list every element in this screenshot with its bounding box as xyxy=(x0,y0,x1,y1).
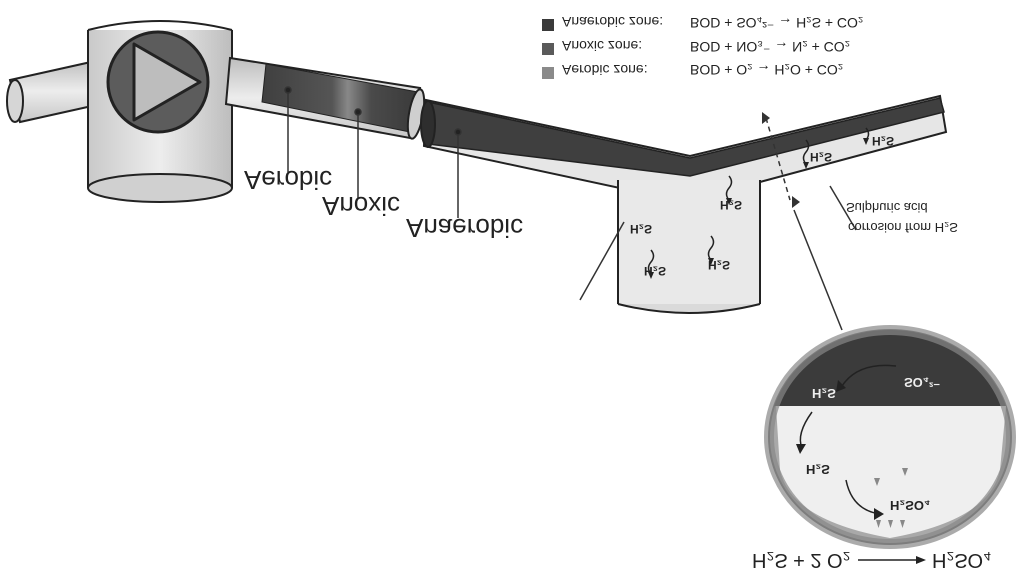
zone-label-aerobic: Aerobic xyxy=(244,165,333,195)
sulfuric-acid-note-line2: corrosion from H₂S xyxy=(848,220,958,235)
inset-h2s-mid-label: H₂S xyxy=(806,462,830,477)
zone-label-anoxic: Anoxic xyxy=(322,191,401,221)
h2s-label-manhole-bottom: H₂S xyxy=(644,264,667,278)
h2s-label-manhole-right: H₂S xyxy=(708,258,731,272)
inset-so4-label: SO₄²⁻ xyxy=(904,375,941,390)
legend-equation-aerobic: BOD + O₂ → H₂O + CO₂ xyxy=(690,62,844,78)
section-cut-line xyxy=(762,112,843,331)
zone-leaders xyxy=(284,86,857,301)
legend-label-aerobic: Aerobic zone: xyxy=(562,62,648,78)
reaction-reactants: H₂S + 2 O₂ xyxy=(752,549,851,571)
legend-swatch-anoxic xyxy=(542,43,554,55)
legend-label-anaerobic: Anaerobic zone: xyxy=(562,14,664,30)
reaction-product: H₂SO₄ xyxy=(932,549,992,571)
h2s-label-pipe-left: H₂S xyxy=(810,150,833,164)
legend-label-anoxic: Anoxic zone: xyxy=(562,38,643,54)
reaction-arrow xyxy=(858,556,926,564)
rising-main-pipe xyxy=(224,56,426,140)
inset-h2so4-label: H₂SO₄ xyxy=(890,498,931,513)
pump-icon xyxy=(106,30,210,134)
h2s-gas-arrows xyxy=(647,127,870,279)
h2s-label-manhole-left: H₂S xyxy=(630,222,653,236)
pipe-crown-inset xyxy=(764,325,1016,549)
legend-swatch-anaerobic xyxy=(542,19,554,31)
zone-label-anaerobic: Anaerobic xyxy=(406,213,524,243)
manhole xyxy=(617,180,761,314)
legend-equation-anoxic: BOD + NO₃⁻ → N₂ + CO₂ xyxy=(690,39,851,55)
h2s-label-pipe-right: H₂S xyxy=(872,134,895,148)
sulfuric-acid-note-line1: Sulphuric acid xyxy=(846,200,928,215)
inset-h2s-top-label: H₂S xyxy=(812,386,836,401)
legend-equation-anaerobic: BOD + SO₄²⁻ → H₂S + CO₂ xyxy=(690,15,864,31)
legend-swatch-aerobic xyxy=(542,67,554,79)
h2s-label-manhole-top: H₂S xyxy=(720,198,743,212)
